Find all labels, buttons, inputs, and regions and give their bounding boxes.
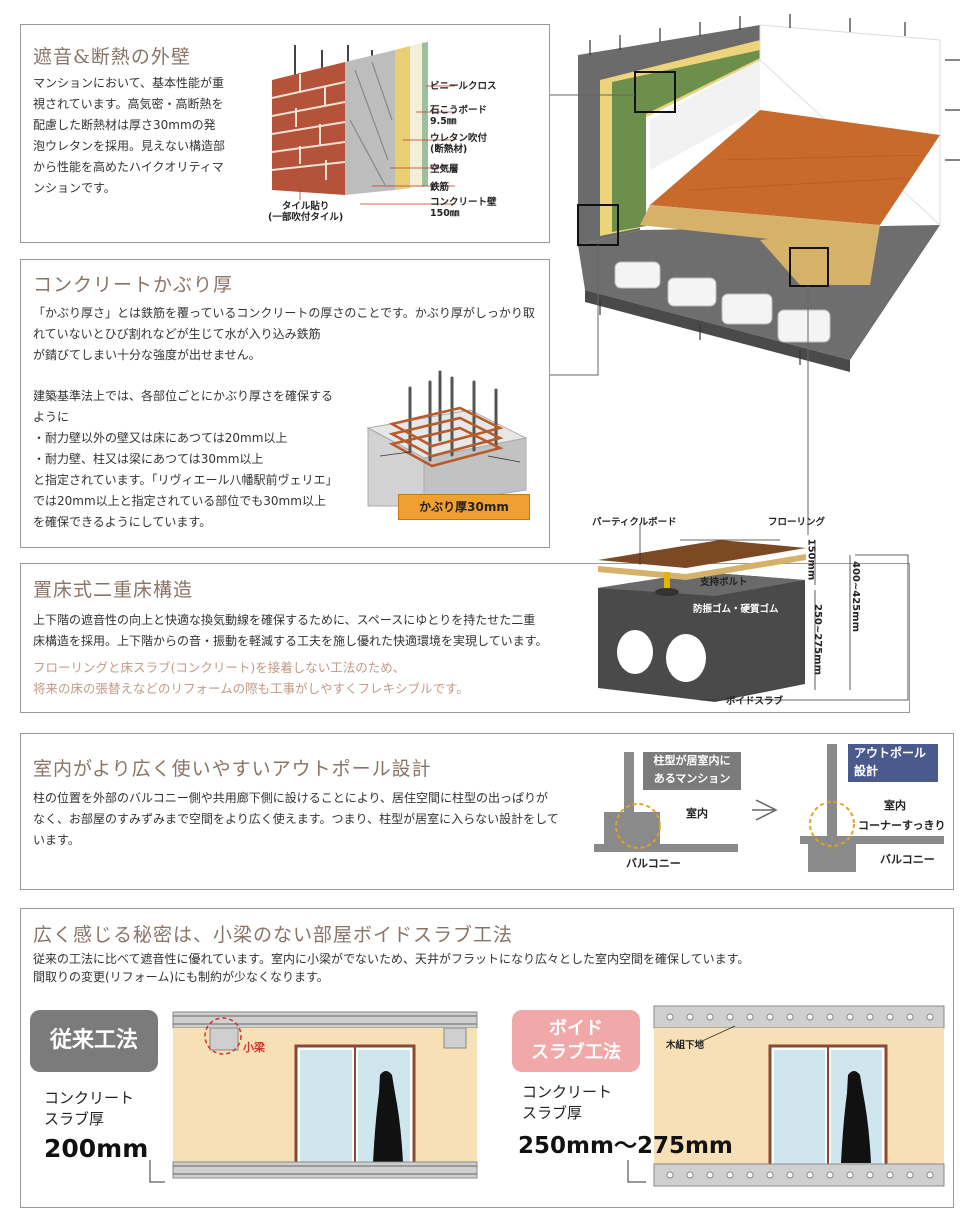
label-tile: タイル貼り(一部吹付タイル) bbox=[268, 201, 344, 223]
outpole-body: 柱の位置を外部のバルコニー側や共用廊下側に設けることにより、居住空間に柱型の出っ… bbox=[33, 791, 559, 847]
label-air-layer: 空気層 bbox=[430, 164, 459, 175]
label-urethane: ウレタン吹付(断熱材) bbox=[430, 133, 488, 155]
wall-title: 遮音&断熱の外壁 bbox=[33, 46, 191, 68]
cover-body: 建築基準法上では、各部位ごとにかぶり厚さを確保するように・耐力壁以外の壁又は床に… bbox=[33, 389, 338, 529]
outpole-title: 室内がより広く使いやすいアウトポール設計 bbox=[33, 758, 432, 780]
cover-title: コンクリートかぶり厚 bbox=[33, 274, 234, 296]
outpole-section bbox=[20, 733, 954, 890]
conv-slab-label: コンクリートスラブ厚 bbox=[44, 1089, 135, 1128]
dim-150: 150mm bbox=[805, 538, 817, 581]
label-flooring: フローリング bbox=[768, 517, 826, 528]
conventional-method-badge: 従来工法 bbox=[30, 1010, 158, 1072]
outpole-left-room: 室内 bbox=[686, 807, 708, 820]
outpole-right-badge: アウトポール設計 bbox=[848, 744, 938, 782]
outpole-left-badge: 柱型が居室内にあるマンション bbox=[643, 752, 741, 790]
voidslab-body: 従来の工法に比べて遮音性に優れています。室内に小梁がでないため、天井がフラットに… bbox=[33, 952, 750, 984]
conv-slab-value: 200mm bbox=[44, 1134, 149, 1163]
label-rebar: 鉄筋 bbox=[430, 182, 450, 193]
dim-400: 400~425mm bbox=[849, 561, 861, 632]
floor-body: 上下階の遮音性の向上と快適な換気動線を確保するために、スペースにゆとりを持たせた… bbox=[33, 613, 548, 648]
wall-body: マンションにおいて、基本性能が重視されています。高気密・高断熱を配慮した断熱材は… bbox=[33, 76, 226, 195]
outpole-corner: コーナーすっきり bbox=[858, 819, 946, 832]
outpole-left-balcony: バルコニー bbox=[626, 857, 681, 870]
label-vinyl-cloth: ビニールクロス bbox=[430, 81, 497, 92]
void-slab-label: コンクリートスラブ厚 bbox=[522, 1083, 613, 1122]
label-support-bolt: 支持ボルト bbox=[700, 577, 748, 588]
cover-badge: かぶり厚30mm bbox=[398, 494, 530, 520]
dim-250: 250~275mm bbox=[811, 604, 823, 675]
label-void-slab: ボイドスラブ bbox=[726, 696, 784, 707]
label-wood-frame: 木組下地 bbox=[666, 1040, 705, 1051]
label-particle-board: パーティクルボード bbox=[592, 517, 677, 528]
cover-intro: 「かぶり厚さ」とは鉄筋を覆っているコンクリートの厚さのことです。かぶり厚がしっか… bbox=[33, 306, 535, 362]
label-rubber: 防振ゴム・硬質ゴム bbox=[693, 604, 779, 615]
outpole-right-room: 室内 bbox=[884, 799, 906, 812]
voidslab-title: 広く感じる秘密は、小梁のない部屋ボイドスラブ工法 bbox=[33, 924, 514, 946]
outpole-right-balcony: バルコニー bbox=[880, 853, 935, 866]
label-small-beam: 小梁 bbox=[243, 1041, 265, 1054]
void-slab-value: 250mm〜275mm bbox=[518, 1133, 733, 1159]
floor-title: 置床式二重床構造 bbox=[33, 579, 194, 601]
floor-note: フローリングと床スラブ(コンクリート)を接着しない工法のため、将来の床の張替えな… bbox=[33, 660, 469, 696]
void-method-badge: ボイドスラブ工法 bbox=[512, 1010, 640, 1072]
